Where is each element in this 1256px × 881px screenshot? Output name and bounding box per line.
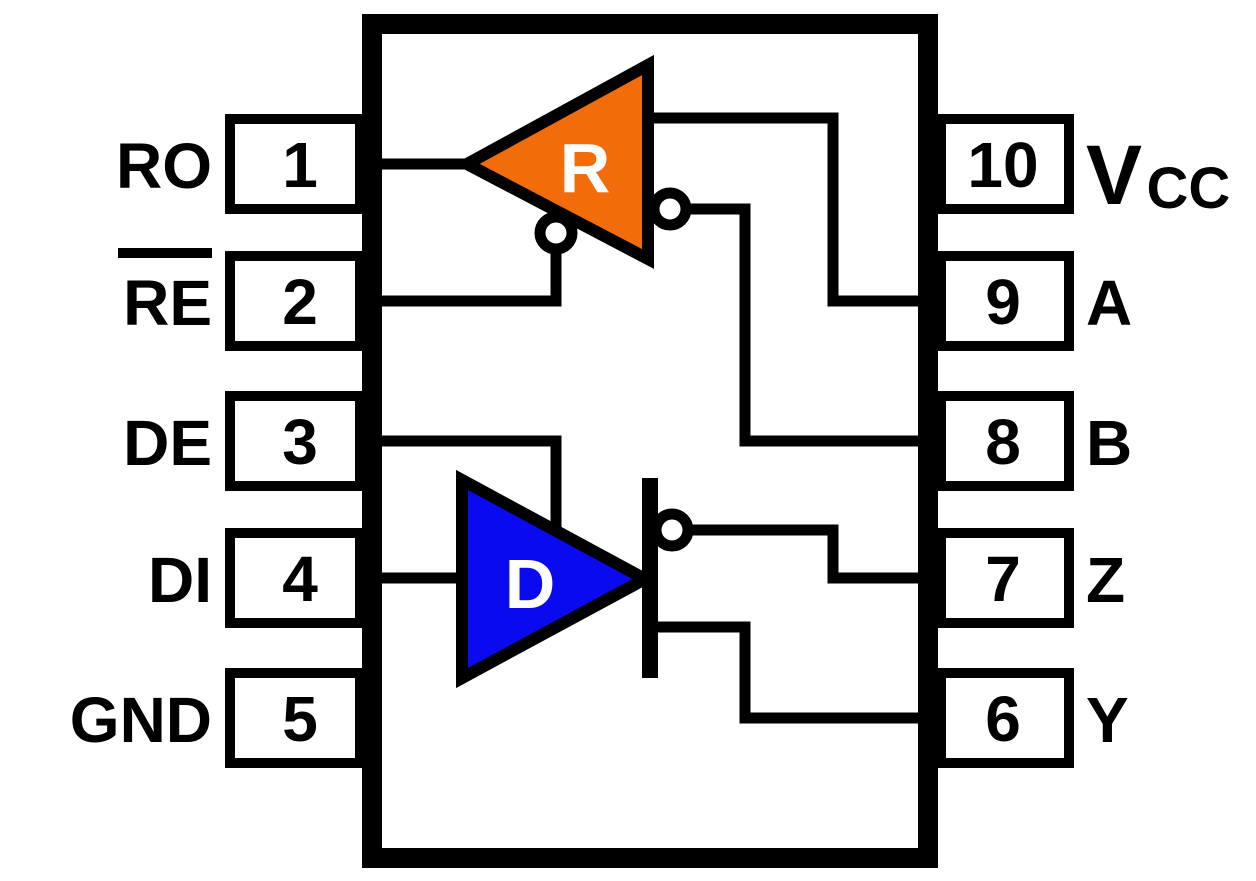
pin-label-z: Z xyxy=(1086,544,1125,616)
pin-number-9: 9 xyxy=(985,266,1021,338)
receiver-enable-bubble xyxy=(534,211,578,255)
pin-label-gnd: GND xyxy=(70,684,212,756)
pin-number-2: 2 xyxy=(282,266,318,338)
pin-box-2 xyxy=(225,251,365,351)
pin-number-7: 7 xyxy=(985,543,1021,615)
wire-a xyxy=(652,112,941,307)
driver-output-bar xyxy=(642,478,658,678)
pin-box-3 xyxy=(225,391,365,491)
wire-y xyxy=(650,621,941,724)
pin-box-10 xyxy=(936,114,1074,214)
pin-number-6: 6 xyxy=(985,683,1021,755)
wires xyxy=(362,112,941,724)
pin-label-b: B xyxy=(1086,407,1132,479)
re-overline xyxy=(118,248,212,258)
pin-number-1: 1 xyxy=(282,129,318,201)
pin-label-de: DE xyxy=(123,407,212,479)
pin-number-10: 10 xyxy=(967,129,1038,201)
pin-number-3: 3 xyxy=(282,406,318,478)
wire-z xyxy=(692,524,941,584)
wire-de xyxy=(362,435,562,533)
pin-number-8: 8 xyxy=(985,406,1021,478)
vcc-main-text: V xyxy=(1086,128,1142,222)
pin-box-4 xyxy=(225,528,365,628)
pin-box-6 xyxy=(936,668,1074,768)
wire-re xyxy=(362,254,562,307)
vcc-subscript-text: CC xyxy=(1146,156,1230,221)
pin-box-1 xyxy=(225,114,365,214)
pin-label-y: Y xyxy=(1086,684,1129,756)
receiver-letter: R xyxy=(560,129,611,207)
pin-label-ro: RO xyxy=(116,130,212,202)
wire-b xyxy=(690,203,941,447)
pin-number-5: 5 xyxy=(282,683,318,755)
pin-number-4: 4 xyxy=(282,543,318,615)
pin-label-re: RE xyxy=(123,267,212,339)
pin-box-5 xyxy=(225,668,365,768)
receiver-input-bubble xyxy=(648,187,692,231)
driver-output-bubble xyxy=(650,508,694,552)
receiver-triangle xyxy=(454,54,654,269)
driver-triangle xyxy=(456,469,658,689)
driver-letter: D xyxy=(505,545,556,623)
pin-label-a: A xyxy=(1086,267,1132,339)
pin-label-vcc: V CC xyxy=(1086,128,1230,222)
pin-label-di: DI xyxy=(148,544,212,616)
